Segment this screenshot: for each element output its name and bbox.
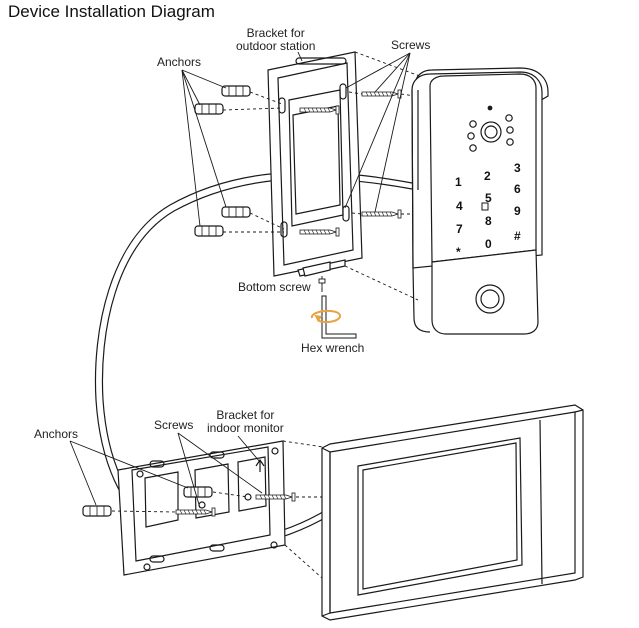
key-9: 9 — [514, 204, 521, 218]
outdoor-bracket — [267, 51, 363, 277]
screw-top-1 — [361, 89, 402, 99]
guide-lines-bottom — [111, 440, 331, 579]
outdoor-bracket-label-line1: Bracket for — [246, 26, 305, 40]
outdoor-bracket-label: Bracket for outdoor station — [236, 27, 315, 53]
outdoor-station — [411, 67, 549, 335]
anchor-bottom-1 — [183, 486, 213, 498]
key-7: 7 — [456, 222, 463, 236]
indoor-bracket-label-line1: Bracket for — [216, 408, 275, 422]
leader-lines-bottom — [69, 432, 263, 509]
anchors-bottom-label: Anchors — [34, 427, 79, 441]
key-4: 4 — [456, 199, 463, 213]
anchor-top-1 — [221, 85, 251, 97]
key-star: * — [456, 245, 461, 259]
keypad: 1 2 3 4 5 6 7 8 9 * 0 # — [455, 161, 521, 259]
key-8: 8 — [485, 214, 492, 228]
bottom-screw — [318, 278, 326, 292]
diagram-title: Device Installation Diagram — [8, 2, 215, 21]
key-6: 6 — [514, 182, 521, 196]
key-3: 3 — [514, 161, 521, 175]
anchors-top-label: Anchors — [157, 55, 202, 69]
indoor-bracket-label-line2: indoor monitor — [207, 421, 284, 435]
screws-bottom-label: Screws — [154, 418, 194, 432]
anchor-top-4 — [194, 225, 224, 237]
key-1: 1 — [455, 175, 462, 189]
key-0: 0 — [485, 237, 492, 251]
bottom-screw-label: Bottom screw — [238, 280, 311, 294]
anchor-top-2 — [194, 103, 224, 115]
screw-top-3 — [361, 209, 402, 219]
outdoor-bracket-label-line2: outdoor station — [236, 39, 316, 53]
anchor-top-3 — [221, 206, 251, 218]
key-2: 2 — [484, 169, 491, 183]
indoor-monitor — [321, 404, 584, 621]
hex-wrench-label: Hex wrench — [301, 341, 365, 355]
indoor-bracket-label: Bracket for indoor monitor — [207, 409, 284, 435]
leader-lines-top — [181, 51, 411, 227]
indoor-bracket — [117, 440, 286, 576]
key-hash: # — [514, 229, 521, 243]
guide-lines-top — [222, 51, 426, 301]
hex-wrench — [311, 295, 357, 339]
anchor-bottom-2 — [82, 505, 112, 517]
screws-top-label: Screws — [391, 38, 431, 52]
key-5: 5 — [485, 191, 492, 205]
